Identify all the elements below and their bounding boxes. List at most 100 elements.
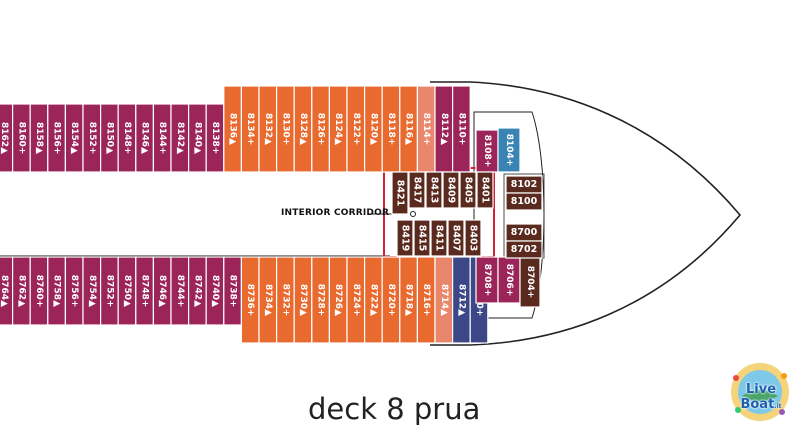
cabin-8413[interactable]: 8413 xyxy=(425,171,443,209)
cabin-8146-label: 8146▲ xyxy=(140,122,150,154)
cabin-8752[interactable]: 8752+ xyxy=(99,256,119,326)
cabin-8403-box xyxy=(464,219,482,257)
cabin-8415[interactable]: 8415 xyxy=(413,219,431,257)
cabin-8732[interactable]: 8732+ xyxy=(276,256,295,344)
cabin-8758[interactable]: 8758▲ xyxy=(47,256,66,326)
cabin-8413-label: 8413 xyxy=(429,177,440,203)
cabin-8712-label: 8712▲ xyxy=(456,284,466,316)
cabin-8740[interactable]: 8740▲ xyxy=(205,256,225,326)
cabin-8419-box xyxy=(396,219,414,257)
cabin-8407[interactable]: 8407 xyxy=(447,219,465,257)
cabin-8405-label: 8405 xyxy=(463,177,474,203)
cabin-8132[interactable]: 8132▲ xyxy=(258,85,278,173)
cabin-8126-label: 8126+ xyxy=(316,113,326,146)
cabin-8154-label: 8154▲ xyxy=(69,122,79,154)
cabin-8140[interactable]: 8140▲ xyxy=(188,103,207,173)
cabin-8134[interactable]: 8134+ xyxy=(240,85,260,173)
bow-cabins: 8108+8104+ 8708+ 8706+ 8704+ xyxy=(475,127,541,308)
cabin-8130[interactable]: 8130+ xyxy=(276,85,295,173)
cabin-8136[interactable]: 8136▲ xyxy=(223,85,243,173)
cabin-8118[interactable]: 8118+ xyxy=(381,85,401,173)
cabin-8419[interactable]: 8419 xyxy=(396,219,414,257)
cabin-8744[interactable]: 8744+ xyxy=(170,256,190,326)
cabin-8750-label: 8750▲ xyxy=(122,275,132,307)
cabin-8114[interactable]: 8114+ xyxy=(416,85,436,173)
cabin-8764[interactable]: 8764▲ xyxy=(0,256,14,326)
cabin-8154[interactable]: 8154▲ xyxy=(64,103,84,173)
cabin-8144[interactable]: 8144+ xyxy=(152,103,172,173)
cabin-8714[interactable]: 8714▲ xyxy=(434,256,454,344)
cabin-8409[interactable]: 8409 xyxy=(442,171,460,209)
cabin-8762[interactable]: 8762▲ xyxy=(12,256,31,326)
cabin-8728[interactable]: 8728+ xyxy=(311,256,330,344)
cabin-8130-label: 8130+ xyxy=(280,113,290,146)
cabin-8124[interactable]: 8124▲ xyxy=(328,85,348,173)
cabin-8746[interactable]: 8746▲ xyxy=(152,256,172,326)
cabin-8706[interactable]: 8706+ xyxy=(497,256,521,304)
cabin-8712[interactable]: 8712▲ xyxy=(452,256,471,344)
cabin-8730-label: 8730▲ xyxy=(298,284,308,316)
cabin-8742-label: 8742▲ xyxy=(192,275,202,307)
cabin-8126[interactable]: 8126+ xyxy=(311,85,330,173)
logo-text: Live Boat.it xyxy=(726,382,796,412)
cabin-8417-box xyxy=(408,171,426,209)
cabin-8140-label: 8140▲ xyxy=(192,122,202,154)
cabin-8760[interactable]: 8760+ xyxy=(29,256,49,326)
cabin-8148[interactable]: 8148+ xyxy=(117,103,137,173)
cabin-8742[interactable]: 8742▲ xyxy=(188,256,207,326)
cabin-8150[interactable]: 8150▲ xyxy=(99,103,119,173)
cabin-8158[interactable]: 8158▲ xyxy=(29,103,49,173)
cabin-8162[interactable]: 8162▲ xyxy=(0,103,14,173)
cabin-8417[interactable]: 8417 xyxy=(408,171,426,209)
cabin-8401[interactable]: 8401 xyxy=(476,171,494,209)
cabin-8718[interactable]: 8718▲ xyxy=(399,256,418,344)
cabin-8716[interactable]: 8716+ xyxy=(416,256,436,344)
cabin-8702-box xyxy=(505,240,543,259)
cabin-8156[interactable]: 8156+ xyxy=(47,103,66,173)
deck-title: deck 8 prua xyxy=(308,392,481,426)
cabin-8704-label: 8704+ xyxy=(525,266,535,299)
cabin-8736[interactable]: 8736+ xyxy=(240,256,260,344)
cabin-8110[interactable]: 8110+ xyxy=(452,85,471,173)
cabin-8100[interactable]: 8100 xyxy=(505,192,543,211)
cabin-8144-label: 8144+ xyxy=(157,122,167,155)
cabin-8421[interactable]: 8421 xyxy=(391,171,409,215)
cabin-8104[interactable]: 8104+ xyxy=(497,127,521,173)
cabin-8700[interactable]: 8700 xyxy=(505,223,543,242)
cabin-8146[interactable]: 8146▲ xyxy=(135,103,155,173)
cabin-8122[interactable]: 8122+ xyxy=(346,85,366,173)
cabin-8102[interactable]: 8102 xyxy=(505,175,543,194)
cabin-8160[interactable]: 8160+ xyxy=(12,103,31,173)
cabin-8754[interactable]: 8754▲ xyxy=(82,256,102,326)
cabin-8120[interactable]: 8120▲ xyxy=(364,85,383,173)
cabin-8724[interactable]: 8724+ xyxy=(346,256,366,344)
cabin-8708[interactable]: 8708+ xyxy=(475,256,499,304)
cabin-8138[interactable]: 8138+ xyxy=(205,103,225,173)
cabin-8748[interactable]: 8748+ xyxy=(135,256,155,326)
cabin-8708-label: 8708+ xyxy=(482,264,492,297)
cabin-8100-box xyxy=(505,192,543,211)
cabin-8415-box xyxy=(413,219,431,257)
cabin-8403[interactable]: 8403 xyxy=(464,219,482,257)
cabin-8720[interactable]: 8720+ xyxy=(381,256,401,344)
cabin-8112[interactable]: 8112▲ xyxy=(434,85,454,173)
cabin-8734[interactable]: 8734▲ xyxy=(258,256,278,344)
cabin-8116[interactable]: 8116▲ xyxy=(399,85,418,173)
cabin-8152[interactable]: 8152+ xyxy=(82,103,102,173)
cabin-8108[interactable]: 8108+ xyxy=(475,129,499,173)
cabin-8722[interactable]: 8722▲ xyxy=(364,256,383,344)
cabin-8411[interactable]: 8411 xyxy=(430,219,448,257)
cabin-8142[interactable]: 8142▲ xyxy=(170,103,190,173)
cabin-8405[interactable]: 8405 xyxy=(459,171,477,209)
cabin-8738[interactable]: 8738+ xyxy=(223,256,243,326)
cabin-8704[interactable]: 8704+ xyxy=(519,256,541,308)
cabin-8158-label: 8158▲ xyxy=(34,122,44,154)
cabin-8702-label: 8702 xyxy=(511,244,537,255)
cabin-8756[interactable]: 8756+ xyxy=(64,256,84,326)
cabin-8702[interactable]: 8702 xyxy=(505,240,543,259)
cabin-8730[interactable]: 8730▲ xyxy=(293,256,313,344)
cabin-8750[interactable]: 8750▲ xyxy=(117,256,137,326)
cabin-8764-label: 8764▲ xyxy=(0,275,9,307)
cabin-8128[interactable]: 8128▲ xyxy=(293,85,313,173)
cabin-8726[interactable]: 8726▲ xyxy=(328,256,348,344)
